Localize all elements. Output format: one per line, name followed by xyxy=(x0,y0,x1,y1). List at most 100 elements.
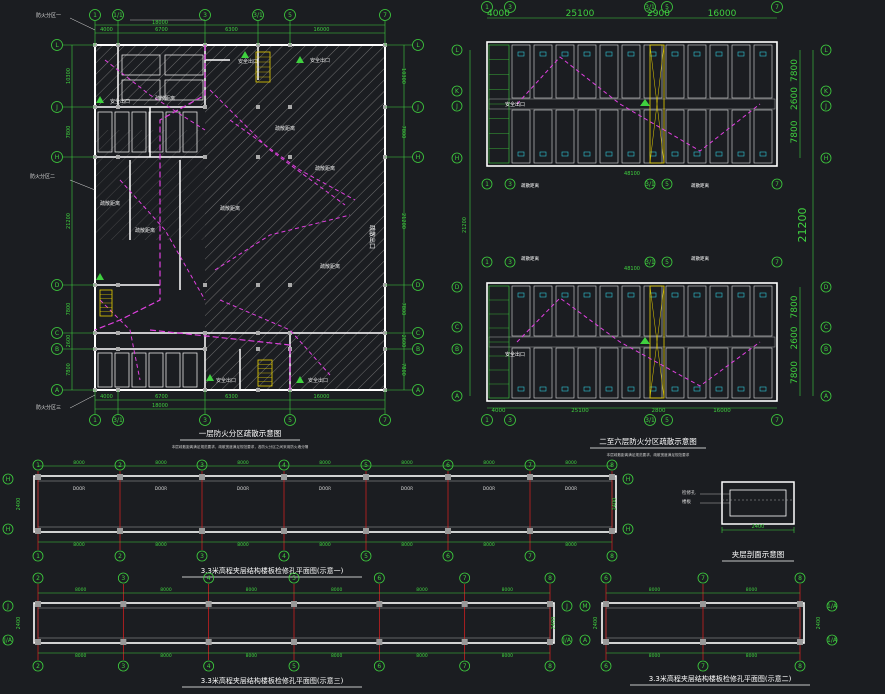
axis-bubble-label: B xyxy=(455,346,459,353)
column xyxy=(35,474,41,480)
axis-bubble-label: H xyxy=(6,526,11,533)
dim-text: 6700 xyxy=(155,27,168,33)
dim-mid: 48100 xyxy=(624,266,640,272)
axis-bubble-label: 1 xyxy=(485,259,489,266)
axis-bubble-label: 8 xyxy=(610,462,614,469)
column xyxy=(116,347,120,351)
dim-text: 2600 xyxy=(790,326,800,349)
axis-bubble xyxy=(252,9,264,21)
room-cell xyxy=(731,285,751,337)
fixture xyxy=(627,386,635,392)
axis-bubble-label: 5 xyxy=(665,181,669,188)
axis-bubble-label: 6 xyxy=(604,663,608,670)
axis-bubble-label: 6 xyxy=(446,553,450,560)
side-note-zone1: 防火分区一 xyxy=(36,12,61,19)
axis-bubble xyxy=(826,634,838,646)
dim-text: 8000 xyxy=(416,587,428,593)
dim-text: 21200 xyxy=(400,213,406,229)
axis-bubble xyxy=(32,459,44,471)
room-cell xyxy=(687,44,707,99)
room-cell xyxy=(687,109,707,164)
axis-bubble-label: 2 xyxy=(118,553,122,560)
axis-bubble xyxy=(32,660,44,672)
axis-bubble xyxy=(199,9,211,21)
route-line xyxy=(516,56,761,152)
room-cell xyxy=(753,285,773,337)
axis-bubble-label: 7 xyxy=(383,12,387,19)
dim-text: 8000 xyxy=(401,542,413,548)
axis-bubble-label: 4 xyxy=(282,462,286,469)
axis-bubble xyxy=(196,550,208,562)
room-label: 疏散距离 xyxy=(100,200,120,207)
column xyxy=(116,105,120,109)
room-cell xyxy=(131,352,147,388)
axis-bubble-label: 3/1 xyxy=(645,4,655,11)
corridor xyxy=(488,336,776,348)
axis-bubble xyxy=(697,572,709,584)
axis-bubble-label: L xyxy=(416,42,420,49)
room-cell xyxy=(665,285,685,337)
room-cell xyxy=(182,111,198,153)
axis-bubble xyxy=(89,9,101,21)
section-detail: 2400 检修孔 楼板 夹层剖面示意图 xyxy=(682,481,795,562)
axis-bubble xyxy=(373,572,385,584)
axis-bubble xyxy=(2,523,14,535)
axis-bubble-label: H xyxy=(626,476,631,483)
column xyxy=(527,528,533,534)
axis-bubble-label: 3/1 xyxy=(253,12,263,19)
fixture xyxy=(627,292,635,298)
column xyxy=(116,155,120,159)
axis-bubble-label: A xyxy=(455,393,460,400)
room-cell xyxy=(753,44,773,99)
column xyxy=(256,347,260,351)
column xyxy=(376,601,383,607)
axis-bubble-label: 1 xyxy=(36,462,40,469)
axis-bubble xyxy=(481,1,493,13)
column xyxy=(291,639,297,645)
axis-bubble-label: 5 xyxy=(288,417,292,424)
fixture xyxy=(737,292,745,298)
axis-bubble-label: 8 xyxy=(610,553,614,560)
room-label: 疏散距离 xyxy=(320,263,340,270)
axis-bubble-label: 1 xyxy=(36,553,40,560)
column xyxy=(797,639,803,645)
axis-bubble-label: 3 xyxy=(121,663,125,670)
column xyxy=(288,105,292,109)
axis-bubble-label: 5 xyxy=(364,553,368,560)
dim-text: 16000 xyxy=(314,394,330,400)
axis-bubble xyxy=(606,550,618,562)
dim-text: 8000 xyxy=(416,653,428,659)
axis-bubble xyxy=(661,1,673,13)
exit-arrow-icon xyxy=(206,374,214,381)
dim-text: 8000 xyxy=(237,460,249,466)
room-label: 安全出口 xyxy=(310,57,330,64)
dim-text: 2400 xyxy=(16,498,22,511)
dim-text: 7800 xyxy=(790,295,800,318)
room-cell xyxy=(555,347,575,399)
strip1-title: 3.3米高程夹层结构楼板检修孔平面图(示意一) xyxy=(201,566,344,575)
fixture xyxy=(715,386,723,392)
dim-text: 8000 xyxy=(649,587,661,593)
column xyxy=(363,474,369,480)
mezzanine-strips: 1122334455667788800080008000800080008000… xyxy=(2,459,838,688)
dim-text: 4000 xyxy=(492,408,506,414)
building-outline xyxy=(486,282,778,402)
dim-text: 2400 xyxy=(593,617,599,630)
route-line xyxy=(516,297,761,387)
dim-text: 6300 xyxy=(225,394,238,400)
axis-bubble-label: 6 xyxy=(377,663,381,670)
column xyxy=(203,331,207,335)
side-note-zone2: 防火分区二 xyxy=(30,173,55,180)
axis-bubble-label: 1/1 xyxy=(113,12,123,19)
axis-bubble-label: 2 xyxy=(36,575,40,582)
axis-bubble-label: 3 xyxy=(200,462,204,469)
exit-arrow-icon xyxy=(296,56,304,63)
axis-bubble xyxy=(771,178,783,190)
axis-bubble xyxy=(451,281,463,293)
route-line xyxy=(229,119,356,201)
room-cell xyxy=(621,285,641,337)
axis-bubble-label: 2 xyxy=(118,462,122,469)
axis-bubble-label: D xyxy=(416,282,421,289)
room-cell xyxy=(621,44,641,99)
dim-text: 8000 xyxy=(331,587,343,593)
